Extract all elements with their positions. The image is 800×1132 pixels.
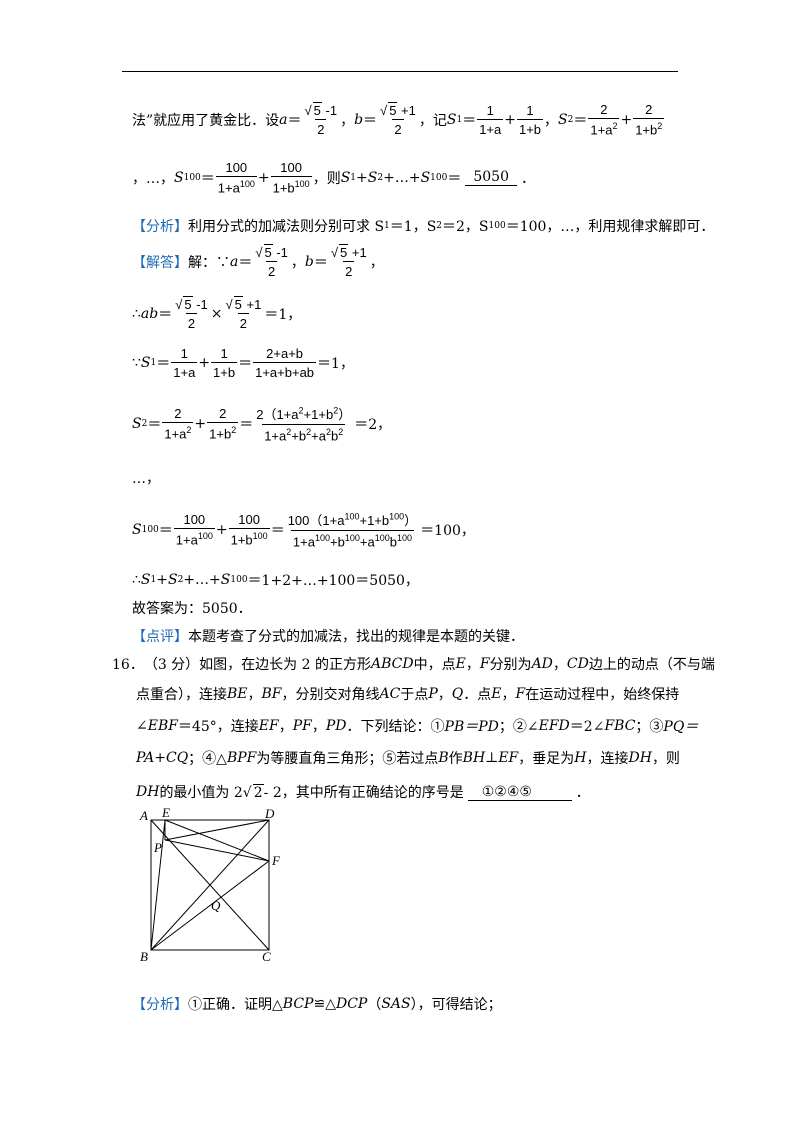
fraction-a: √5 -1 2 (304, 102, 338, 138)
line-golden-ratio: 法”就应用了黄金比．设 a ＝ √5 -1 2 ， b ＝ √5 +1 2 ，记… (132, 102, 665, 138)
solution-answer: 故答案为：5050． (132, 601, 252, 617)
segment-ef (164, 819, 270, 862)
text: ＝ (287, 112, 302, 129)
comment: 【点评】本题考查了分式的加减法，找出的规律是本题的关键． (132, 626, 524, 646)
solution-tag: 【解答】 (132, 254, 188, 271)
label-d: D (264, 806, 275, 821)
q16-line-5: DH 的最小值为 2√2 - 2，其中所有正确结论的序号是 ①②④⑤． (136, 783, 590, 801)
q16-line-4: PA+CQ；④△BPF 为等腰直角三角形；⑤若过点 B 作 BH⊥EF，垂足为 … (136, 750, 680, 767)
label-e: E (161, 806, 170, 820)
analysis-tag: 【分析】 (132, 219, 188, 235)
segment-bf (150, 860, 270, 951)
q16-line-3: ∠EBF＝45°，连接 EF，PF，PD．下列结论：① PB＝PD；②∠EFD＝… (136, 718, 699, 735)
comment-tag: 【点评】 (132, 629, 188, 645)
var-a: a (279, 111, 288, 128)
solution-ellipsis: …， (132, 471, 160, 487)
geometry-figure: A E D P F Q B C (139, 806, 281, 964)
segment-pd (164, 819, 270, 841)
answer-blank: 5050 (465, 169, 517, 187)
text: 法”就应用了黄金比．设 (132, 112, 280, 129)
segment-be (150, 819, 166, 951)
q16-line-2: 点重合），连接 BE，BF，分别交对角线 AC 于点 P，Q．点 E，F 在运动… (136, 686, 680, 703)
label-c: C (262, 949, 271, 964)
analysis-2: 【分析】①正确．证明△BCP≌△DCP（SAS），可得结论； (132, 996, 502, 1013)
fraction-b: √5 +1 2 (380, 102, 416, 138)
segment-pf (164, 839, 270, 862)
var-b: b (354, 111, 364, 128)
label-a: A (139, 808, 148, 823)
label-f: F (271, 853, 281, 868)
question-number: 16． (112, 657, 144, 673)
q16-line-1: 16．（3 分）如图，在边长为 2 的正方形 ABCD 中，点 E，F 分别为 … (112, 656, 715, 673)
analysis-tag: 【分析】 (132, 997, 188, 1013)
label-b: B (140, 949, 148, 964)
label-p: P (153, 840, 162, 855)
q16-answer-blank: ①②④⑤ (467, 784, 572, 801)
square-abcd (150, 819, 270, 951)
label-q: Q (211, 898, 221, 913)
header-rule (122, 71, 678, 72)
diagonal-bd (150, 819, 270, 951)
